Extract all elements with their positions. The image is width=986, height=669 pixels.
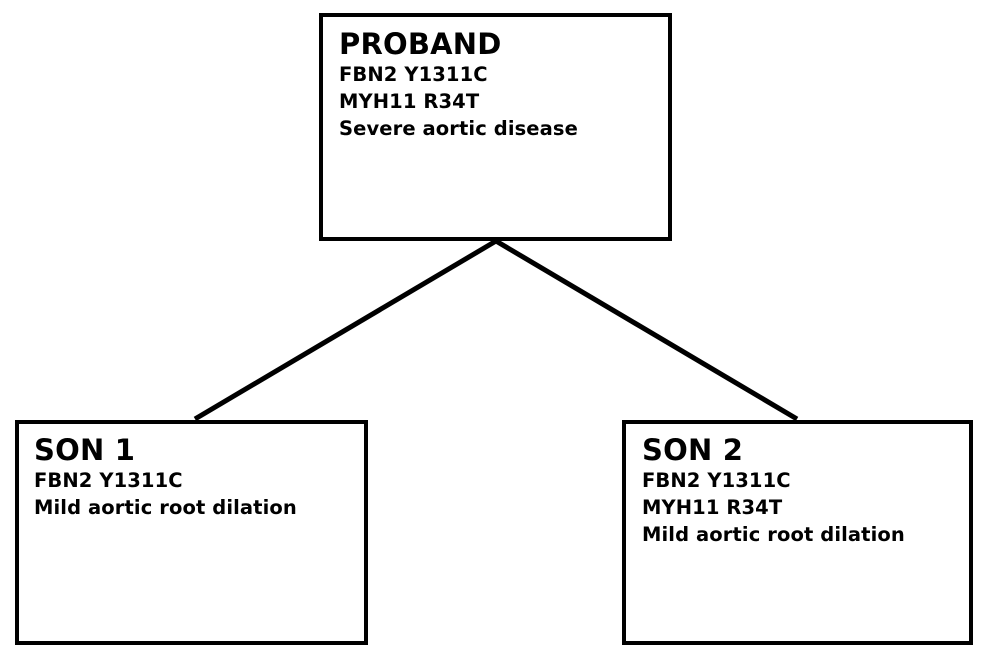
node-proband-line-1: FBN2 Y1311C [339, 63, 488, 86]
node-proband[interactable]: PROBAND FBN2 Y1311C MYH11 R34T Severe ao… [319, 13, 672, 241]
node-proband-title: PROBAND [339, 27, 502, 61]
node-son2-content: SON 2 FBN2 Y1311C MYH11 R34T Mild aortic… [626, 424, 969, 548]
node-son1-line-1: FBN2 Y1311C [34, 469, 183, 492]
node-proband-line-3: Severe aortic disease [339, 117, 578, 140]
node-proband-line-2: MYH11 R34T [339, 90, 480, 113]
node-son2-line-2: MYH11 R34T [642, 496, 783, 519]
node-son2[interactable]: SON 2 FBN2 Y1311C MYH11 R34T Mild aortic… [622, 420, 973, 645]
node-son2-line-3: Mild aortic root dilation [642, 523, 905, 546]
node-son2-title: SON 2 [642, 433, 744, 467]
node-son1[interactable]: SON 1 FBN2 Y1311C Mild aortic root dilat… [15, 420, 368, 645]
node-proband-content: PROBAND FBN2 Y1311C MYH11 R34T Severe ao… [323, 17, 668, 142]
node-son1-title: SON 1 [34, 433, 136, 467]
node-son2-line-1: FBN2 Y1311C [642, 469, 791, 492]
node-son1-content: SON 1 FBN2 Y1311C Mild aortic root dilat… [19, 424, 364, 521]
connector-proband-to-son1 [193, 238, 498, 422]
node-son1-line-2: Mild aortic root dilation [34, 496, 297, 519]
connector-proband-to-son2 [494, 238, 799, 422]
